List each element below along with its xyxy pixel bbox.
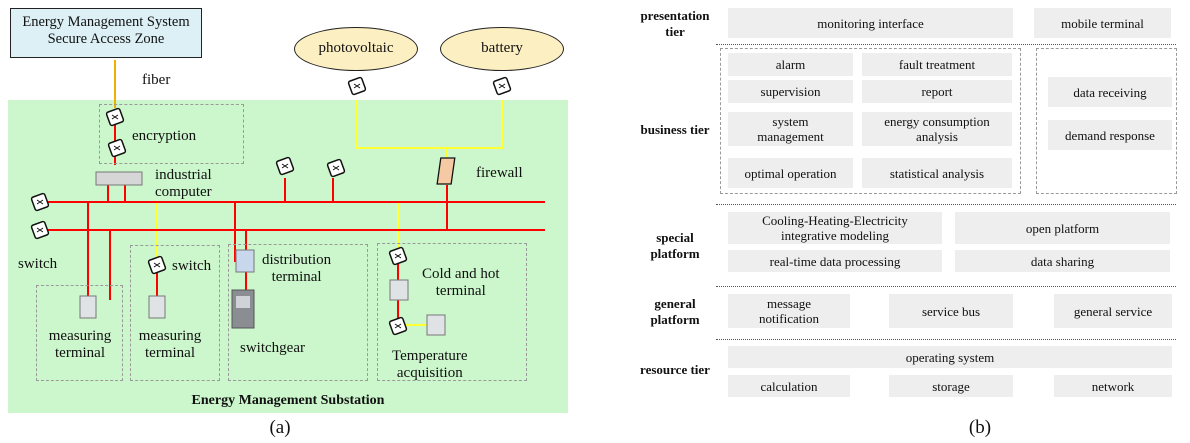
substation-area — [8, 100, 568, 413]
switchgear-panel — [236, 296, 250, 308]
tier-resource: resource tier — [640, 362, 710, 377]
separator-1 — [716, 44, 1176, 45]
temperature-device — [426, 314, 446, 336]
encryption-module-icon — [107, 138, 127, 158]
real-time-data-processing-box: real-time data processing — [728, 250, 942, 272]
encryption-group — [99, 104, 244, 164]
distribution-terminal-label: distribution terminal — [262, 252, 332, 285]
monitoring-interface-box: monitoring interface — [728, 8, 1013, 38]
encryption-router-icon — [105, 107, 125, 127]
photovoltaic-link — [356, 100, 448, 160]
operating-system-box: operating system — [728, 346, 1172, 368]
network-box: network — [1054, 375, 1172, 397]
server-router-icon-1 — [275, 156, 295, 176]
cold-hot-router-icon — [388, 246, 408, 266]
measuring-terminal-device-1 — [79, 295, 97, 319]
calculation-box: calculation — [728, 375, 850, 397]
alarm-box: alarm — [728, 53, 853, 76]
secure-access-zone-label: Energy Management System Secure Access Z… — [22, 14, 190, 47]
distribution-group — [228, 244, 368, 381]
battery-node — [440, 27, 564, 71]
open-platform-box: open platform — [955, 212, 1170, 244]
mobile-terminal-box: mobile terminal — [1034, 8, 1171, 38]
firewall-label: firewall — [476, 165, 523, 181]
measuring-terminal-device-2 — [148, 295, 166, 319]
demand-response-box: demand response — [1048, 120, 1172, 150]
switch-lower-icon — [30, 220, 50, 240]
substation-title: Energy Management Substation — [191, 393, 385, 408]
cold-hot-group — [377, 243, 527, 381]
caption-b: (b) — [968, 417, 992, 438]
separator-2 — [716, 204, 1176, 205]
measuring-terminal-label-2: measuring terminal — [138, 328, 202, 361]
industrial-computer-device — [95, 171, 143, 186]
switchgear-label: switchgear — [240, 340, 305, 356]
temperature-router-icon — [388, 316, 408, 336]
tier-special: special platform — [650, 230, 700, 261]
battery-router-icon — [492, 76, 512, 96]
fiber-label: fiber — [142, 72, 171, 88]
measuring-group-2 — [130, 245, 220, 381]
energy-consumption-analysis-box: energy consumption analysis — [862, 112, 1012, 146]
business-right-group — [1036, 48, 1177, 194]
battery-label: battery — [481, 40, 523, 56]
service-bus-box: service bus — [889, 294, 1013, 328]
cold-hot-terminal-label: Cold and hot terminal — [422, 266, 500, 299]
statistical-analysis-box: statistical analysis — [862, 158, 1012, 188]
optimal-operation-box: optimal operation — [728, 158, 853, 188]
integrative-modeling-box: Cooling-Heating-Electricity integrative … — [728, 212, 942, 244]
measuring-group-1 — [36, 285, 123, 381]
firewall-device — [436, 157, 456, 185]
switch-mid-icon — [147, 255, 167, 275]
photovoltaic-router-icon — [347, 76, 367, 96]
storage-box: storage — [889, 375, 1013, 397]
tier-business: business tier — [640, 122, 710, 137]
data-sharing-box: data sharing — [955, 250, 1170, 272]
message-notification-box: message notification — [728, 294, 850, 328]
separator-4 — [716, 339, 1176, 340]
temperature-acquisition-label: Temperature acquisition — [392, 348, 468, 381]
business-main-group — [720, 48, 1021, 194]
tier-general: general platform — [650, 296, 700, 327]
data-receiving-box: data receiving — [1048, 77, 1172, 107]
network-diagram — [30, 60, 545, 336]
battery-link — [447, 100, 503, 149]
caption-a: (a) — [269, 417, 291, 438]
distribution-terminal-device — [235, 249, 255, 273]
switch-left-label: switch — [18, 256, 58, 272]
server-router-icon-2 — [326, 158, 346, 178]
report-box: report — [862, 80, 1012, 103]
supervision-box: supervision — [728, 80, 853, 103]
system-management-box: system management — [728, 112, 853, 146]
photovoltaic-label: photovoltaic — [318, 40, 394, 56]
industrial-computer-label: industrial computer — [155, 167, 212, 200]
photovoltaic-node — [294, 27, 418, 71]
secure-access-zone — [10, 8, 202, 58]
separator-3 — [716, 286, 1176, 287]
measuring-terminal-label-1: measuring terminal — [48, 328, 112, 361]
switch-mid-label: switch — [172, 258, 212, 274]
fault-treatment-box: fault treatment — [862, 53, 1012, 76]
general-service-box: general service — [1054, 294, 1172, 328]
cold-hot-terminal-device — [389, 279, 409, 301]
tier-presentation: presentation tier — [640, 8, 710, 39]
switch-upper-icon — [30, 192, 50, 212]
encryption-label: encryption — [132, 128, 197, 144]
